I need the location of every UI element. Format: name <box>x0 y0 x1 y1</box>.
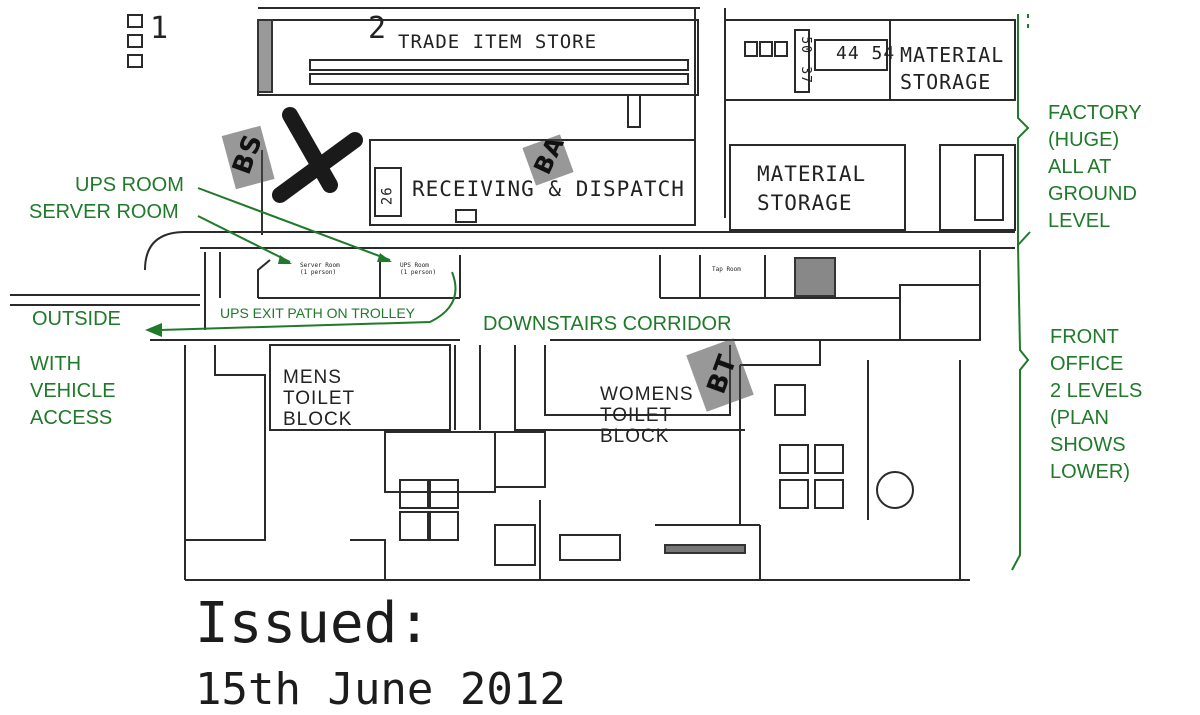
number-1-label: 1 <box>150 11 170 46</box>
mens-toilet-label: MENS TOILET BLOCK <box>283 367 356 430</box>
number-2-label: 2 <box>368 11 388 46</box>
ups-exit-path <box>159 271 457 331</box>
dock-26-label: 26 <box>379 186 396 206</box>
number-37-label: 37 <box>797 66 813 84</box>
factory-annotation: FACTORY (HUGE) ALL AT GROUND LEVEL <box>1048 102 1142 232</box>
factory-brace <box>1017 14 1031 248</box>
material-storage-label: MATERIAL STORAGE <box>757 162 867 215</box>
womens-toilet-label: WOMENS TOILET BLOCK <box>600 384 694 447</box>
front-office-annotation: FRONT OFFICE 2 LEVELS (PLAN SHOWS LOWER) <box>1050 326 1143 483</box>
material-storage-top-label: MATERIAL STORAGE <box>900 43 1005 94</box>
receiving-dispatch-label: RECEIVING & DISPATCH <box>412 177 685 201</box>
bay-numbers-label: 44 54 <box>836 43 896 64</box>
tap-room-label: Tap Room <box>712 266 741 273</box>
ups-room-small-label: UPS Room (1 person) <box>400 262 437 276</box>
material-storage-block <box>729 144 906 231</box>
receiving-dispatch-block <box>369 139 696 226</box>
ups-room-pointer <box>197 187 391 261</box>
vehicle-access-annotation: WITH VEHICLE ACCESS <box>30 353 116 429</box>
cross-out-mark <box>272 107 363 203</box>
outside-annotation: OUTSIDE <box>32 308 121 330</box>
server-room-pointer <box>197 215 291 263</box>
issued-label: Issued: <box>195 591 432 656</box>
mens-toilet-block <box>269 344 451 431</box>
downstairs-corridor-annotation: DOWNSTAIRS CORRIDOR <box>483 313 732 335</box>
ups-room-annotation: UPS ROOM <box>75 174 184 196</box>
front-office-brace <box>1011 244 1030 571</box>
issued-date: 15th June 2012 <box>195 664 566 715</box>
number-50-label: 50 <box>797 36 813 54</box>
material-storage-top-block <box>724 19 1016 101</box>
server-room-small-label: Server Room (1 person) <box>300 262 340 276</box>
ups-exit-path-annotation: UPS EXIT PATH ON TROLLEY <box>220 305 416 321</box>
server-room-annotation: SERVER ROOM <box>29 201 179 223</box>
trade-item-store-label: TRADE ITEM STORE <box>398 31 598 53</box>
